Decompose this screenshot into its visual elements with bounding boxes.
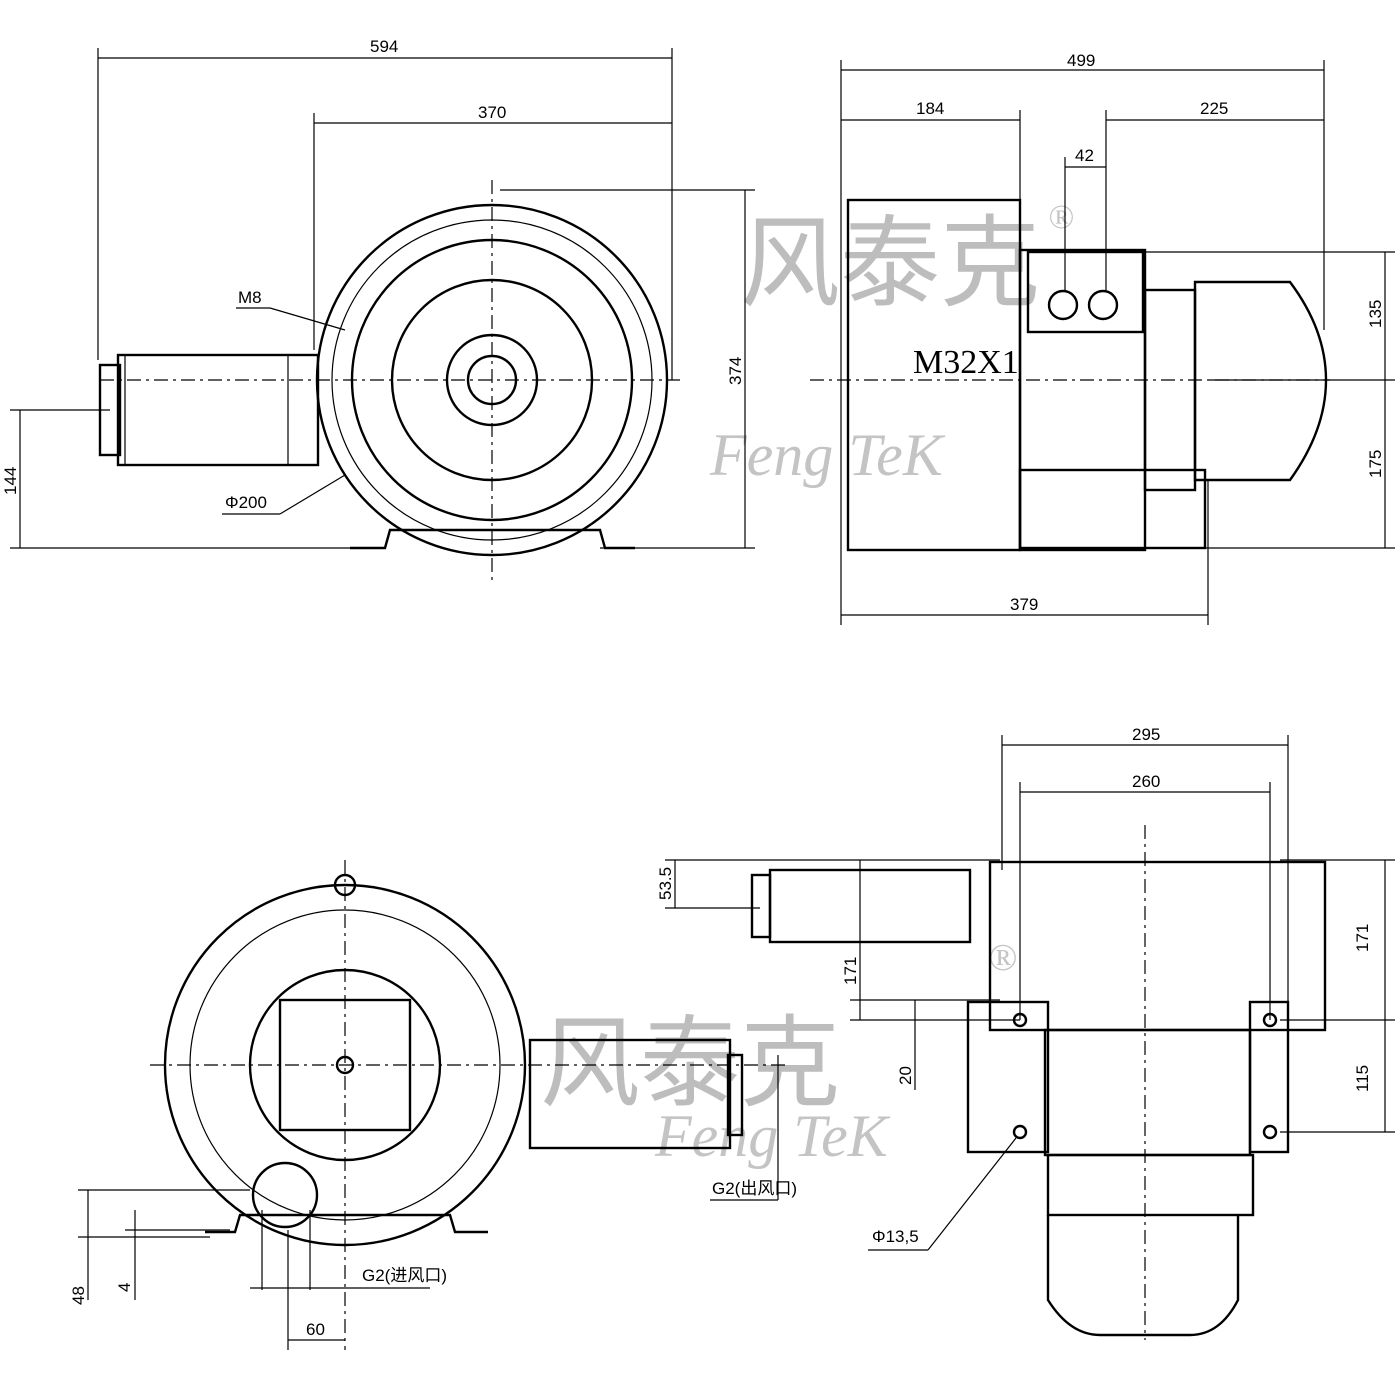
watermark-en: Feng TeK — [654, 1103, 891, 1169]
dim-outlet-height: 171 — [841, 957, 860, 985]
dim-hole-width: 260 — [1132, 772, 1160, 791]
label-bolt: M8 — [238, 288, 262, 307]
dim-right-lower: 115 — [1353, 1065, 1372, 1092]
dim-hole-offset: 20 — [896, 1066, 915, 1085]
dim-base-height: 48 — [69, 1286, 88, 1305]
watermark-bottom: 风泰克 Feng TeK ® — [540, 937, 1017, 1169]
dim-total-length: 499 — [1067, 51, 1095, 70]
dim-height: 374 — [726, 357, 745, 385]
label-diameter: Φ200 — [225, 493, 267, 512]
rear-view: 48 4 60 G2(进风口) G2(出风口) — [69, 860, 797, 1350]
label-hole-diameter: Φ13,5 — [872, 1227, 919, 1246]
label-cable-gland: M32X1 — [913, 344, 1019, 381]
dim-shaft-height: 144 — [1, 467, 20, 495]
dim-outlet-offset: 53.5 — [656, 867, 675, 900]
top-view: 295 260 53.5 171 20 171 115 Φ13,5 — [656, 725, 1395, 1340]
dim-lower: 175 — [1366, 450, 1385, 478]
dim-terminal: 42 — [1075, 146, 1094, 165]
watermark-cn: 风泰克 — [740, 205, 1040, 322]
dim-upper: 135 — [1366, 300, 1385, 328]
watermark-top: 风泰克 Feng TeK ® — [709, 199, 1074, 488]
watermark-registered: ® — [988, 937, 1017, 979]
side-view: 499 184 225 42 135 175 379 M32X1 — [810, 51, 1395, 625]
watermark-en: Feng TeK — [709, 422, 946, 488]
dim-total-width-top: 295 — [1132, 725, 1160, 744]
label-outlet: G2(出风口) — [712, 1179, 797, 1198]
dim-left: 184 — [916, 99, 944, 118]
dim-foot: 4 — [115, 1283, 134, 1292]
watermark-cn: 风泰克 — [540, 1005, 840, 1122]
dim-base: 379 — [1010, 595, 1038, 614]
label-inlet: G2(进风口) — [362, 1266, 447, 1285]
watermark-registered: ® — [1048, 199, 1074, 236]
dim-total-width: 594 — [370, 37, 398, 56]
dim-right-upper: 171 — [1353, 924, 1372, 952]
dim-inlet-offset: 60 — [306, 1320, 325, 1339]
front-view: 594 370 374 144 M8 Φ200 — [1, 37, 755, 585]
dim-right: 225 — [1200, 99, 1228, 118]
dim-body-width: 370 — [478, 103, 506, 122]
